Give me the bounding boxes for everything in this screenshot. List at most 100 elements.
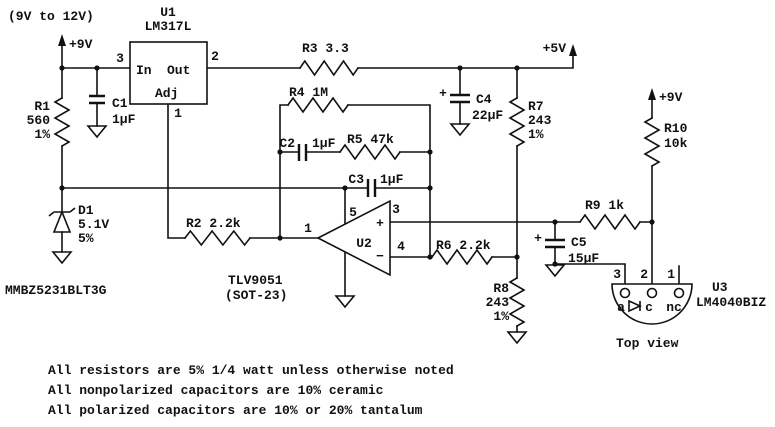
resistor-r9: R9 1k	[578, 198, 642, 231]
junction-dot	[514, 65, 520, 71]
u3-view-label: Top view	[616, 336, 679, 351]
capacitor-c4: + C4 22μF	[439, 86, 503, 136]
d1-tol-label: 5%	[78, 231, 94, 246]
u3-nc-label: nc	[666, 300, 682, 315]
r5-label: R5 47k	[347, 132, 394, 147]
u1-pin-in-name: In	[136, 63, 152, 78]
junction-dot	[552, 261, 558, 267]
power-flag-9v-left: +9V	[58, 34, 93, 52]
c4-value-label: 22μF	[472, 108, 503, 123]
r4-label: R4 1M	[289, 85, 328, 100]
u3-pin1-number: 1	[667, 267, 675, 282]
u1-part-label: LM317L	[145, 19, 192, 34]
r4-body	[286, 96, 350, 114]
c5-plates	[545, 238, 565, 249]
note-line-2: All nonpolarized capacitors are 10% cera…	[48, 383, 384, 398]
u2-part-label: TLV9051	[228, 273, 283, 288]
junction-dot	[277, 235, 283, 241]
u3-part-label: LM4040BIZ	[696, 295, 766, 310]
ground-symbol	[87, 125, 107, 138]
capacitor-c5: + C5 15μF	[534, 231, 599, 277]
u3-pad-3	[619, 287, 631, 299]
ground-symbol	[450, 123, 470, 136]
u1-body	[129, 41, 208, 105]
d1-triangle	[52, 209, 72, 233]
u1-pin3-number: 3	[116, 51, 124, 66]
r9-label: R9 1k	[585, 198, 624, 213]
ground-symbol	[52, 251, 72, 264]
u2-minus-input-sign: −	[376, 249, 384, 264]
r8-body	[508, 276, 526, 328]
r6-label: R6 2.2k	[436, 238, 491, 253]
c4-polarity-label: +	[439, 86, 447, 101]
c5-value-label: 15μF	[568, 251, 599, 266]
r7-value-label: 243	[528, 113, 552, 128]
r3-body	[298, 59, 360, 77]
resistor-r6: R6 2.2k	[430, 238, 494, 266]
c4-plates	[450, 93, 470, 104]
ground-symbol	[545, 264, 565, 277]
input-range-label: (9V to 12V)	[8, 9, 94, 24]
d1-value-label: 5.1V	[78, 217, 109, 232]
capacitor-c3: C3 1μF	[348, 172, 404, 197]
resistor-r5: R5 47k	[338, 132, 402, 161]
r1-value-label: 560	[27, 113, 51, 128]
resistor-r4: R4 1M	[286, 85, 350, 114]
r8-tol-label: 1%	[493, 309, 509, 324]
power-flag-9v-right: +9V	[648, 88, 683, 105]
up-arrow-icon	[648, 88, 656, 100]
resistor-r1: R1 560 1%	[27, 96, 71, 148]
u3-pad-1	[673, 287, 685, 299]
r6-body	[430, 248, 494, 266]
u3-pin3-number: 3	[613, 267, 621, 282]
c2-ref-label: C2	[279, 136, 295, 151]
junction-dots	[59, 65, 655, 267]
junction-dot	[427, 149, 433, 155]
note-line-3: All polarized capacitors are 10% or 20% …	[48, 403, 423, 418]
u3-pad-2	[646, 287, 658, 299]
r1-body	[53, 96, 71, 148]
wires	[61, 45, 680, 333]
u2-ref-label: U2	[356, 236, 372, 251]
d1-part-label: MMBZ5231BLT3G	[5, 283, 107, 298]
resistor-r3: R3 3.3	[298, 41, 360, 77]
junction-dot	[59, 185, 65, 191]
r10-body	[643, 116, 661, 168]
c2-value-label: 1μF	[312, 136, 336, 151]
c4-ref-label: C4	[476, 92, 492, 107]
r3-label: R3 3.3	[302, 41, 349, 56]
junction-dot	[94, 65, 100, 71]
d1-ref-label: D1	[78, 203, 94, 218]
regulator-u1: U1 LM317L In Out Adj 3 2 1	[116, 5, 219, 121]
zener-d1: D1 5.1V 5% MMBZ5231BLT3G	[5, 203, 109, 298]
u3-diode-icon	[628, 299, 642, 313]
c2-plates	[297, 144, 308, 161]
u3-pin2-number: 2	[640, 267, 648, 282]
r5-body	[338, 143, 402, 161]
c1-ref-label: C1	[112, 96, 128, 111]
junction-dot	[427, 185, 433, 191]
capacitor-c2: C2 1μF	[279, 136, 336, 161]
rail-label-5v: +5V	[543, 41, 567, 56]
u3-anode-label: a	[617, 300, 625, 315]
u2-body	[316, 199, 391, 277]
ground-symbol	[507, 331, 527, 344]
power-flag-5v: +5V	[543, 41, 577, 56]
note-line-1: All resistors are 5% 1/4 watt unless oth…	[48, 363, 454, 378]
u1-pin1-number: 1	[174, 106, 182, 121]
r1-tol-label: 1%	[34, 127, 50, 142]
c5-polarity-label: +	[534, 231, 542, 246]
r10-value-label: 10k	[664, 136, 688, 151]
resistor-r2: R2 2.2k	[183, 216, 252, 247]
c3-value-label: 1μF	[380, 172, 404, 187]
rail-label-9v-right: +9V	[659, 90, 683, 105]
c1-value-label: 1μF	[112, 112, 136, 127]
u3-cathode-label: c	[645, 300, 653, 315]
r7-tol-label: 1%	[528, 127, 544, 142]
r8-ref-label: R8	[493, 281, 509, 296]
junction-dot	[59, 65, 65, 71]
u2-package-label: (SOT-23)	[225, 288, 287, 303]
r2-body	[183, 229, 252, 247]
